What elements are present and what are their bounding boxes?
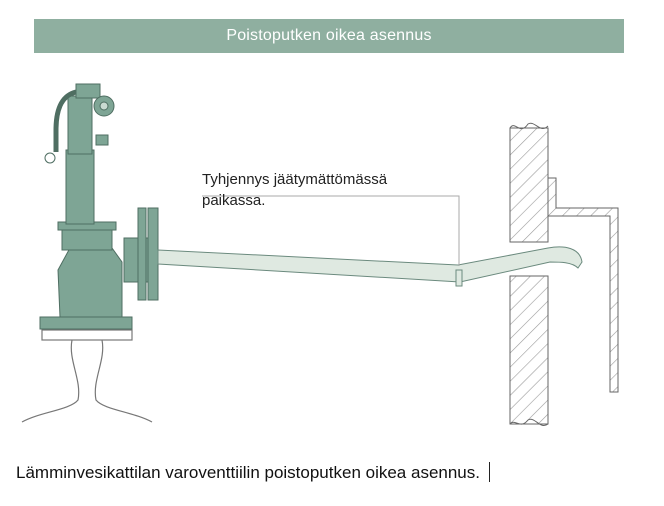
boiler-dome bbox=[21, 329, 153, 423]
callout-leader bbox=[202, 195, 460, 266]
figure-caption: Lämminvesikattilan varoventtiilin poisto… bbox=[16, 462, 490, 483]
valve-installation-diagram bbox=[21, 83, 619, 426]
page-title: Poistoputken oikea asennus bbox=[226, 27, 432, 44]
drain-callout: Tyhjennys jäätymättömässä paikassa. bbox=[202, 171, 388, 209]
discharge-pipe bbox=[157, 246, 583, 287]
title-bar: Poistoputken oikea asennus bbox=[34, 19, 624, 53]
drain-channel bbox=[547, 177, 619, 393]
wall-section bbox=[509, 122, 549, 426]
caption-text: Lämminvesikattilan varoventtiilin poisto… bbox=[16, 463, 480, 482]
text-cursor bbox=[488, 462, 490, 482]
safety-valve bbox=[39, 83, 159, 330]
